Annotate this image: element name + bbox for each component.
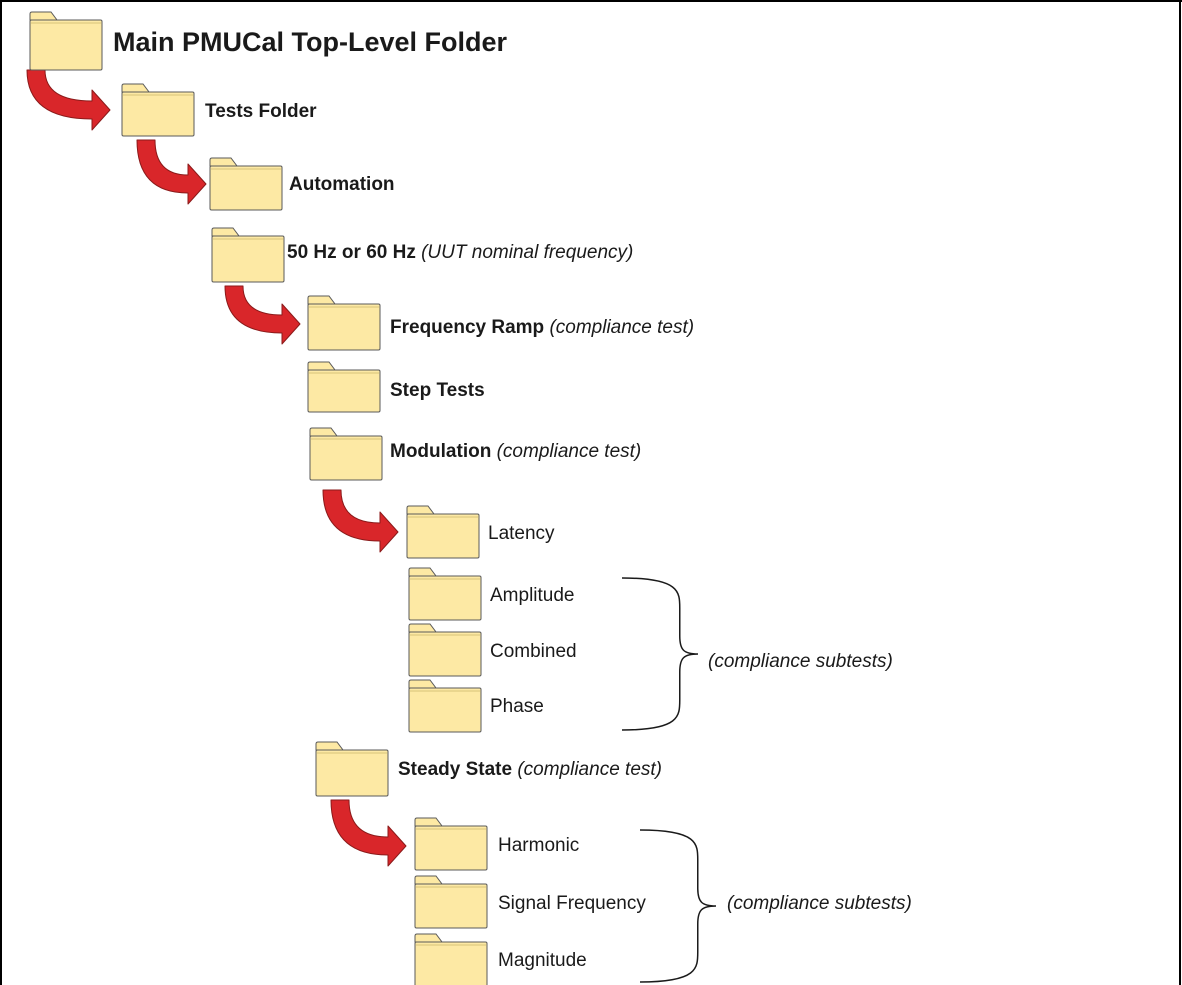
phase-folder-icon — [408, 679, 482, 733]
folder-label-steady: Steady State (compliance test) — [398, 760, 662, 779]
folder-label-step: Step Tests — [390, 381, 485, 400]
folder-label-phase: Phase — [490, 697, 544, 716]
steady-subtests-brace-icon — [639, 829, 717, 983]
folder-label-ramp: Frequency Ramp (compliance test) — [390, 318, 694, 337]
frequency-folder-note: (UUT nominal frequency) — [421, 242, 634, 263]
arrows-layer — [26, 69, 407, 867]
frequency-folder-icon — [211, 227, 285, 283]
main-folder-icon — [29, 11, 103, 71]
steady-folder-icon — [315, 741, 389, 797]
automation-folder-title: Automation — [289, 174, 395, 195]
signal-frequency-folder-title: Signal Frequency — [498, 893, 646, 914]
modulation-folder-icon — [309, 427, 383, 481]
folder-label-latency: Latency — [488, 524, 555, 543]
combined-folder-icon — [408, 623, 482, 677]
main-folder-title: Main PMUCal Top-Level Folder — [113, 27, 508, 57]
folder-label-signal-frequency: Signal Frequency — [498, 894, 646, 913]
tests-folder-icon — [121, 83, 195, 137]
amplitude-folder-title: Amplitude — [490, 585, 575, 606]
tests-folder-title: Tests Folder — [205, 101, 317, 122]
steady-folder-note: (compliance test) — [517, 759, 662, 780]
harmonic-folder-title: Harmonic — [498, 835, 580, 856]
signal-frequency-folder-icon — [414, 875, 488, 929]
combined-folder-title: Combined — [490, 641, 577, 662]
automation-folder-icon — [209, 157, 283, 211]
arrow-steady-to-harmonic — [330, 799, 407, 867]
folder-label-magnitude: Magnitude — [498, 951, 587, 970]
modulation-folder-title: Modulation — [390, 441, 492, 462]
folder-label-main: Main PMUCal Top-Level Folder — [113, 29, 507, 56]
modulation-subtests-note: (compliance subtests) — [708, 651, 893, 672]
amplitude-folder-icon — [408, 567, 482, 621]
ramp-folder-note: (compliance test) — [549, 317, 695, 338]
latency-folder-icon — [406, 505, 480, 559]
arrow-tests-to-automation — [136, 139, 207, 205]
arrow-frequency-to-ramp — [224, 285, 301, 345]
ramp-folder-icon — [307, 295, 381, 351]
magnitude-folder-title: Magnitude — [498, 950, 587, 971]
frequency-folder-title: 50 Hz or 60 Hz — [287, 242, 416, 263]
modulation-folder-note: (compliance test) — [496, 441, 642, 462]
folder-label-modulation: Modulation (compliance test) — [390, 442, 641, 461]
arrow-modulation-to-latency — [322, 489, 399, 553]
arrow-main-to-tests — [26, 69, 111, 131]
harmonic-folder-icon — [414, 817, 488, 871]
latency-folder-title: Latency — [488, 523, 555, 544]
step-folder-icon — [307, 361, 381, 413]
braces-layer — [621, 577, 717, 983]
folder-label-frequency: 50 Hz or 60 Hz (UUT nominal frequency) — [287, 243, 633, 262]
steady-folder-title: Steady State — [398, 759, 513, 780]
ramp-folder-title: Frequency Ramp — [390, 317, 545, 338]
step-folder-title: Step Tests — [390, 380, 485, 401]
magnitude-folder-icon — [414, 933, 488, 985]
folder-label-amplitude: Amplitude — [490, 586, 575, 605]
modulation-subtests-brace-icon — [621, 577, 699, 731]
steady-subtests-note: (compliance subtests) — [727, 893, 912, 914]
folder-label-combined: Combined — [490, 642, 577, 661]
folder-label-tests: Tests Folder — [205, 102, 317, 121]
phase-folder-title: Phase — [490, 696, 544, 717]
folder-label-harmonic: Harmonic — [498, 836, 579, 855]
folders-layer — [29, 11, 488, 985]
folder-label-automation: Automation — [289, 175, 395, 194]
